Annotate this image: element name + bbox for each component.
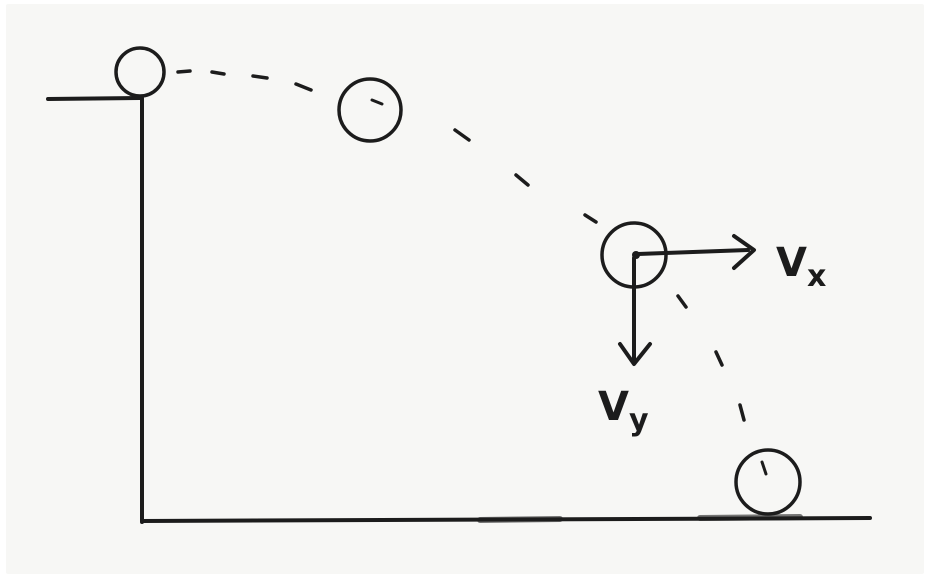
trajectory-dashes: [178, 71, 744, 420]
ball-midair-1: [339, 79, 401, 141]
vy-label: Vy: [598, 384, 649, 438]
ball-landing: [736, 450, 800, 514]
ball-mark-landing: [762, 462, 766, 474]
ledge-top: [48, 98, 140, 99]
ball-start: [116, 48, 164, 96]
vx-arrow-shaft: [638, 250, 748, 254]
ball-mark-1: [372, 100, 382, 104]
vx-label: Vx: [776, 240, 826, 294]
